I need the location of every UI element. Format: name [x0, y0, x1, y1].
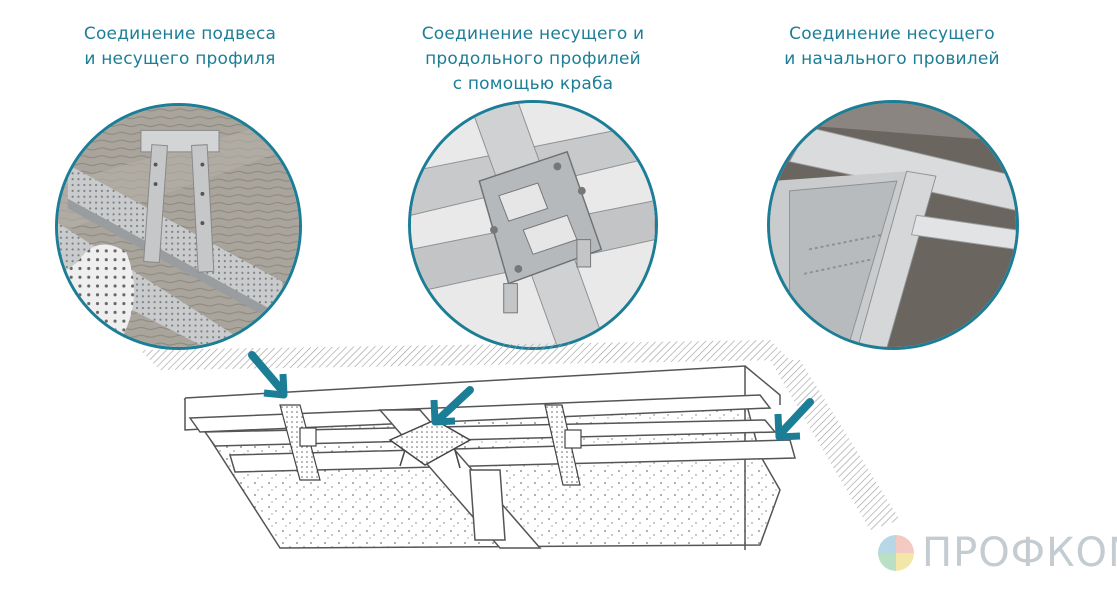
- caption-line: продольного профилей: [425, 49, 641, 69]
- photo-start-profile-connection: [767, 100, 1019, 350]
- crab-photo-illustration: [411, 103, 655, 347]
- caption-crab-connection: Соединение несущего и продольного профил…: [383, 22, 683, 97]
- wall-hatch: [770, 360, 900, 530]
- caption-line: Соединение подвеса: [83, 24, 277, 44]
- caption-line: Соединение несущего и: [421, 24, 645, 44]
- arrow-start-profile-icon: [774, 398, 814, 441]
- ceiling-frame-diagram: [140, 340, 900, 550]
- photo-hanger-connection: [55, 103, 302, 350]
- caption-line: Соединение несущего: [789, 24, 995, 44]
- arrow-hanger-icon: [248, 351, 288, 399]
- crab-connector: [388, 419, 472, 469]
- hanger-left: [279, 404, 321, 481]
- slab-hatch: [140, 340, 790, 370]
- hanger-right: [544, 404, 582, 486]
- caption-line: и начального провилей: [784, 49, 1000, 69]
- caption-line: с помощью краба: [452, 74, 614, 94]
- arrow-crab-icon: [430, 386, 474, 426]
- photo-crab-connection: [408, 100, 658, 350]
- hanger-photo-illustration: [58, 106, 299, 347]
- caption-line: и несущего профиля: [84, 49, 276, 69]
- logo-text: ПРОФКОМ: [922, 530, 1117, 576]
- pie-chart-logo-icon: [878, 535, 914, 571]
- caption-hanger-connection: Соединение подвеса и несущего профиля: [30, 22, 330, 72]
- caption-start-profile-connection: Соединение несущего и начального провиле…: [742, 22, 1042, 72]
- start-profile-photo-illustration: [770, 103, 1016, 347]
- profkom-logo: ПРОФКОМ: [876, 527, 1117, 579]
